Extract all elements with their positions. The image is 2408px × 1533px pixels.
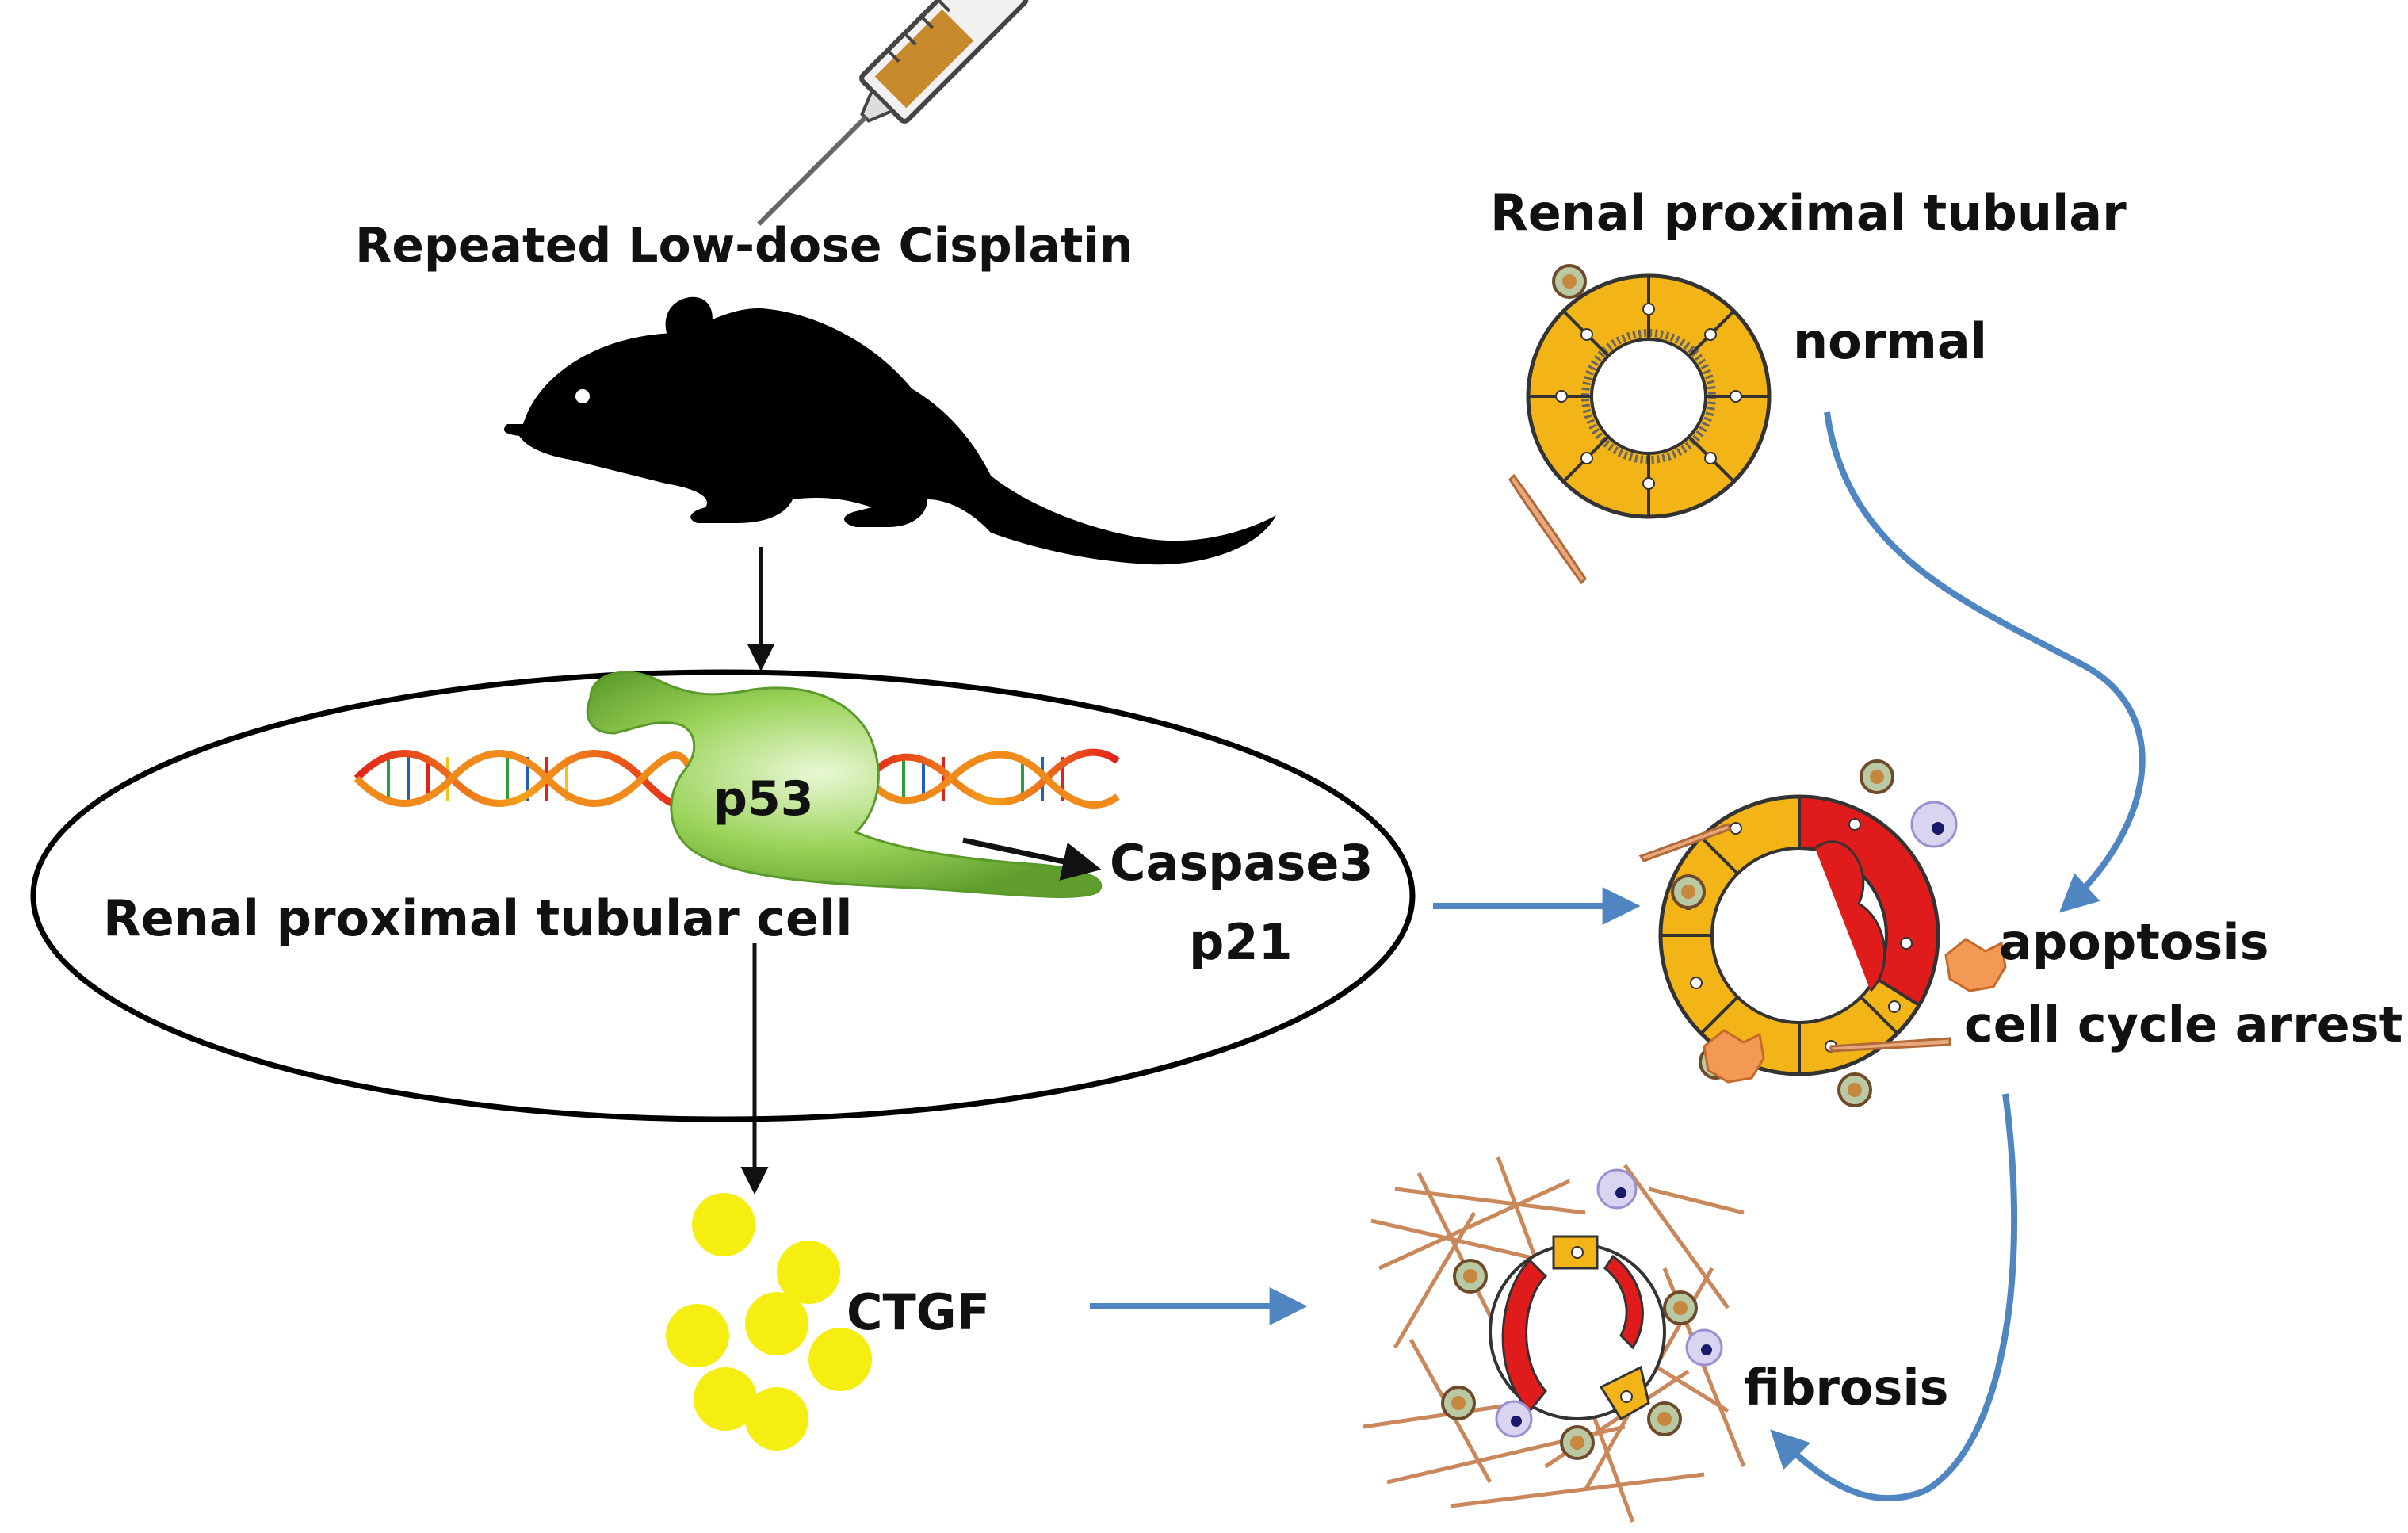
normal-label: normal (1793, 312, 1988, 370)
fibroblast (1508, 473, 1587, 585)
cycle-arrest-label: cell cycle arrest (1964, 996, 2403, 1053)
free-cell (1647, 1401, 1682, 1436)
ctgf-label: CTGF (847, 1283, 991, 1341)
free-cell (1453, 1259, 1488, 1294)
syringe-icon (757, 0, 1029, 226)
caspase3-label: Caspase3 (1110, 834, 1374, 892)
arrow-normal-to-apoptosis (1824, 411, 2146, 913)
fibrotic-tubule (1489, 1235, 1666, 1421)
free-cell (1837, 1072, 1872, 1107)
macrophage (1944, 938, 2007, 992)
macrophage (1703, 1029, 1765, 1084)
cell-label: Renal proximal tubular cell (103, 889, 853, 947)
dna-helix-icon (354, 748, 1120, 809)
cell-ellipse (30, 669, 1416, 1122)
tubular-title: Renal proximal tubular (1490, 184, 2127, 242)
normal-tubule (1526, 273, 1772, 519)
immune-cell (1596, 1168, 1638, 1210)
apoptosis-label: apoptosis (1999, 913, 2269, 971)
fibrosis-label: fibrosis (1744, 1359, 1949, 1416)
damaged-tubule (1658, 794, 1940, 1076)
p53-label: p53 (713, 771, 814, 827)
cisplatin-label: Repeated Low-dose Cisplatin (355, 218, 1133, 273)
free-cell (1663, 1290, 1698, 1325)
arrow-apoptosis-to-fibrosis (1770, 1093, 2018, 1502)
free-cell (1860, 759, 1894, 794)
p21-label: p21 (1189, 913, 1293, 971)
fibroblast (1829, 1037, 1951, 1053)
p53-protein (586, 671, 1103, 898)
free-cell (1671, 874, 1706, 909)
free-cell (1552, 264, 1587, 299)
mouse-icon (503, 296, 1276, 565)
free-cell (1441, 1386, 1476, 1420)
free-cell (1560, 1425, 1595, 1460)
arrow-p53-to-caspase3 (962, 837, 1102, 881)
fibroblast (1638, 823, 1733, 862)
ctgf-particles (666, 1193, 872, 1451)
